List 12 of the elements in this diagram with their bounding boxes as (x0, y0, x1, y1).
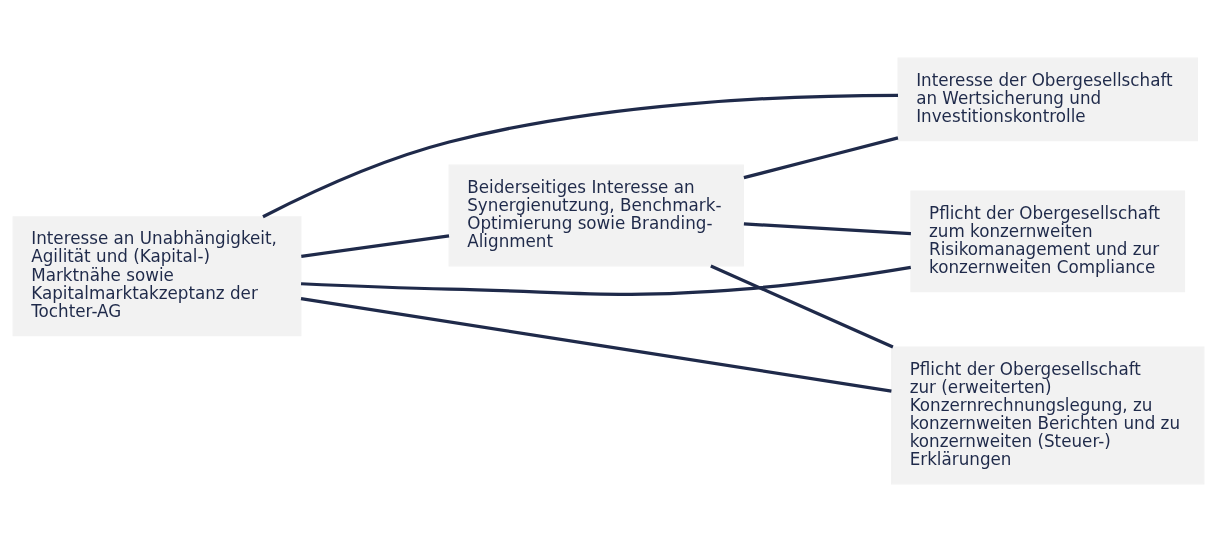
node-box: Pflicht der Obergesellschaft zum konzernweiten Risikomanagement und zur konzernweiten Compliance (910, 189, 1186, 292)
connector (301, 233, 450, 258)
connector (743, 221, 911, 235)
connector (743, 135, 899, 179)
connector (300, 296, 892, 393)
connector (710, 264, 894, 349)
connector (262, 93, 899, 218)
node-box: Interesse an Unabhängigkeit, Agilität und (Kapital-) Marktnähe sowie Kapitalmarktakzeptanz der Tochter-AG (12, 215, 302, 336)
node-box: Pflicht der Obergesellschaft zur (erweiterten) Konzernrechnungslegung, zu konzernweiten Berichten und zu konzernweiten (Steuer-) Erklärungen (891, 345, 1205, 484)
node-box: Beiderseitiges Interesse an Synergienutzung, Benchmark-Optimierung sowie Branding-Alignment (448, 164, 744, 266)
connector (300, 265, 912, 296)
node-box: Interesse der Obergesellschaft an Wertsicherung und Investitionskontrolle (897, 57, 1198, 141)
